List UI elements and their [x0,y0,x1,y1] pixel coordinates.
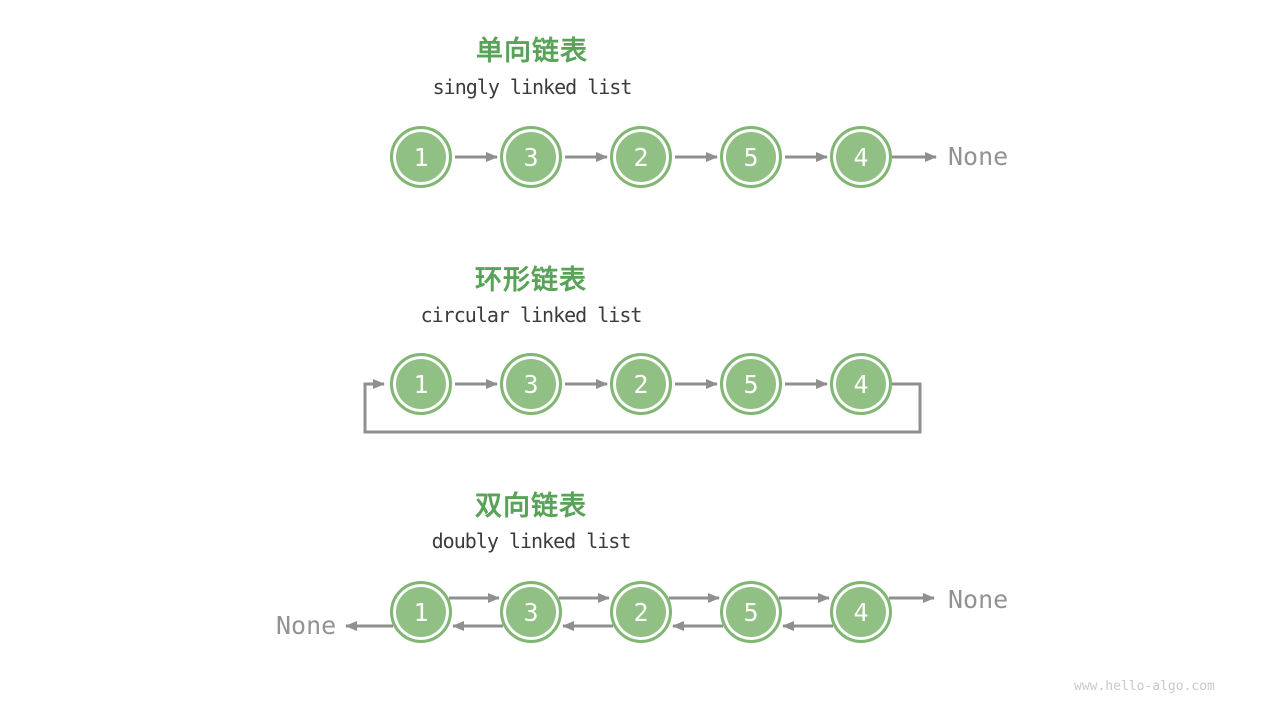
none-label: None [948,585,1009,614]
list-node: 2 [610,353,672,415]
list-node: 1 [390,353,452,415]
list-node: 1 [390,126,452,188]
section-subtitle: singly linked list [432,75,633,99]
circular-arrows [363,379,922,434]
loop-back-arrow [363,379,922,434]
section-title: 单向链表 [476,36,588,67]
doubly-arrows [345,593,935,631]
list-node: 2 [610,581,672,643]
section-subtitle: doubly linked list [431,529,632,553]
list-node: 5 [720,353,782,415]
list-node: 3 [500,581,562,643]
watermark: www.hello-algo.com [1074,679,1215,694]
list-node: 4 [830,353,892,415]
section-subtitle: circular linked list [420,303,643,327]
list-node: 2 [610,126,672,188]
section-title: 双向链表 [475,491,587,522]
list-node: 3 [500,353,562,415]
list-node: 5 [720,581,782,643]
list-node: 1 [390,581,452,643]
none-label: None [276,611,337,640]
section-title: 环形链表 [475,265,587,296]
none-label: None [948,142,1009,171]
list-node: 4 [830,581,892,643]
list-node: 3 [500,126,562,188]
list-node: 5 [720,126,782,188]
list-node: 4 [830,126,892,188]
